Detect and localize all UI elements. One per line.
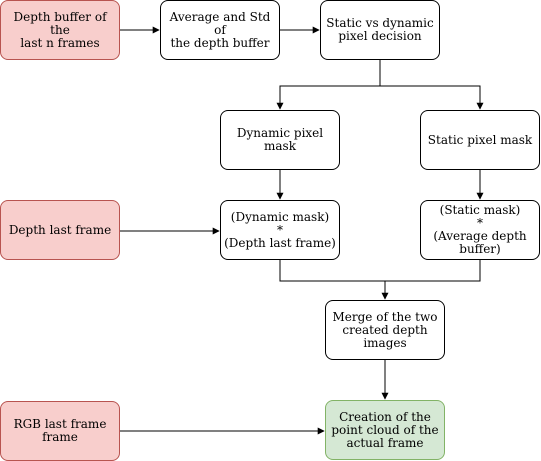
node-average-std: Average and Std of the depth buffer [160,0,280,60]
node-static-product: (Static mask) * (Average depth buffer) [420,200,540,260]
node-static-vs-dynamic: Static vs dynamic pixel decision [320,0,440,60]
edge-static-product-to-merge [385,260,481,282]
node-depth-buffer: Depth buffer of the last n frames [0,0,120,60]
node-depth-last-frame: Depth last frame [0,200,120,260]
edge-dynamic-product-to-merge [279,260,389,300]
node-rgb-last-frame: RGB last frame frame [0,401,120,461]
node-merge: Merge of the two created depth images [325,300,445,360]
node-point-cloud: Creation of the point cloud of the actua… [325,400,445,460]
node-static-pixel-mask: Static pixel mask [420,110,540,170]
edge-decision-to-dynamic-mask [276,60,381,110]
edge-decision-to-static-mask [379,60,484,110]
node-dynamic-product: (Dynamic mask) * (Depth last frame) [220,200,340,260]
node-dynamic-pixel-mask: Dynamic pixel mask [220,110,340,170]
